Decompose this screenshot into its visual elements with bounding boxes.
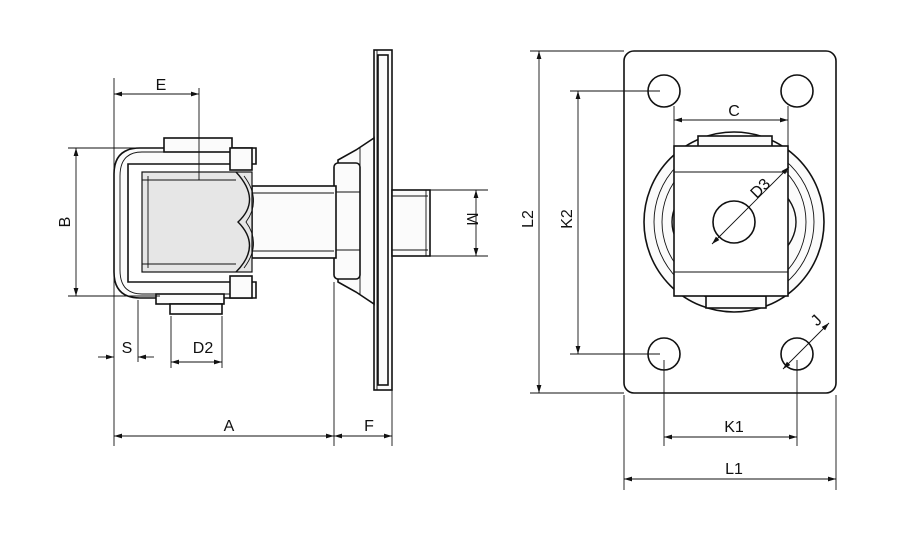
label-K1: K1 (724, 419, 744, 436)
pin-top (163, 137, 253, 171)
label-A: A (224, 418, 235, 435)
label-S: S (122, 340, 133, 357)
label-B: B (57, 217, 74, 228)
threaded-shank (251, 185, 337, 259)
front-view: L2 K2 C D3 J K1 L1 (520, 50, 837, 490)
label-K2: K2 (559, 209, 576, 229)
label-D2: D2 (193, 340, 214, 357)
hinge-body (141, 171, 254, 273)
pin-bottom (155, 275, 253, 315)
threaded-stud-end (391, 189, 431, 257)
hole-top-right (780, 74, 814, 108)
front-dimension-lines (536, 51, 836, 482)
label-L1: L1 (725, 461, 743, 478)
hex-nut (333, 162, 361, 280)
label-F: F (364, 418, 374, 435)
label-C: C (728, 103, 740, 120)
side-view: E B S D2 A F M (57, 49, 488, 446)
wall-plate (373, 49, 393, 391)
label-M: M (463, 212, 480, 225)
front-extension-lines (530, 50, 837, 490)
side-dimension-lines (73, 91, 479, 439)
label-E: E (156, 77, 167, 94)
side-extension-lines (68, 78, 488, 446)
label-L2: L2 (520, 210, 537, 228)
